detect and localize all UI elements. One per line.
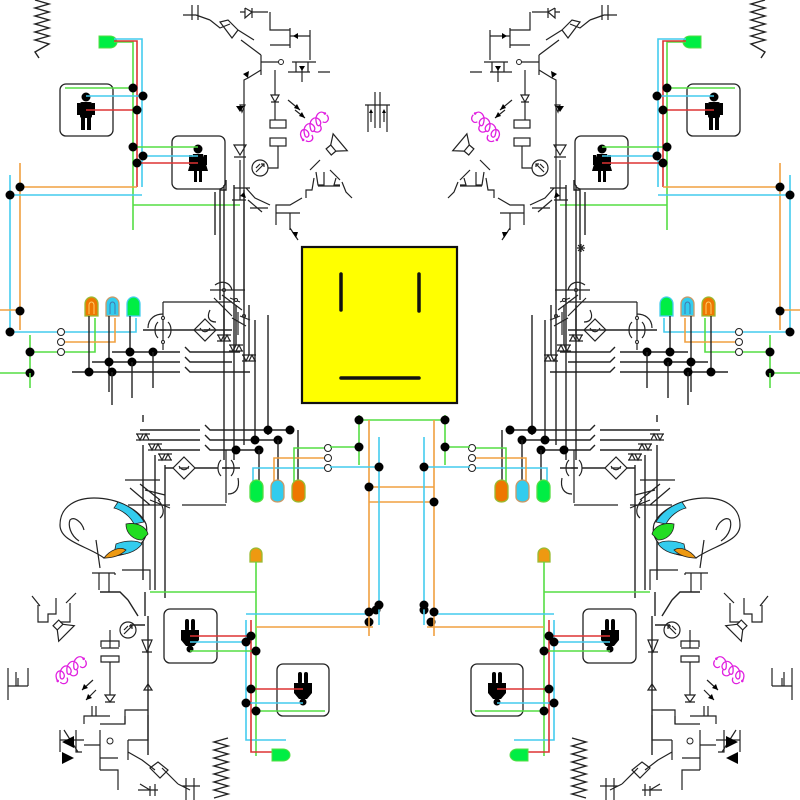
right-half-circuit [420, 0, 800, 800]
led-group-upper-left [84, 296, 141, 317]
spring-icon [211, 737, 231, 799]
center-bus [330, 415, 470, 636]
triac-icon [147, 443, 163, 451]
led-green-icon [98, 35, 118, 49]
photo-sensor-icon [251, 159, 269, 177]
small-marker [577, 244, 585, 252]
photo-sensor-icon [119, 621, 137, 639]
spring-icon [32, 0, 52, 59]
speaker-icon [321, 133, 348, 161]
bridge-rectifier-icon [172, 456, 196, 480]
triac-icon [157, 453, 173, 461]
face-panel [300, 245, 459, 405]
triac-icon [135, 433, 151, 441]
led-orange-icon [249, 547, 263, 563]
left-half-circuit [0, 0, 381, 800]
top-center-ground-symbol [365, 92, 390, 132]
coil-icon [50, 654, 92, 687]
led-group-lower-left [249, 479, 306, 503]
triac-icon [228, 344, 244, 352]
crescent-decoration [59, 497, 149, 559]
led-green-icon [271, 748, 291, 762]
